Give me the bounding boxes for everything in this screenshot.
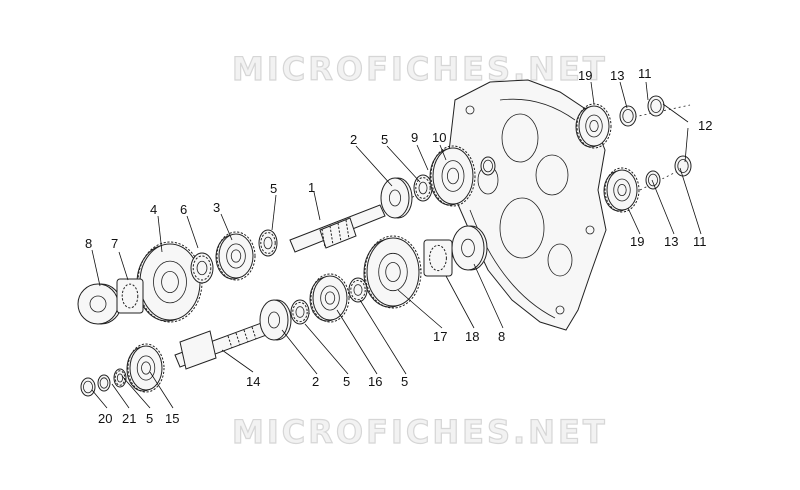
- callout-5: 5: [343, 374, 350, 389]
- lower-shaft: [174, 317, 281, 370]
- gear-3: [215, 231, 256, 281]
- callout-1: 1: [308, 180, 315, 195]
- ring-13-upper: [619, 105, 637, 127]
- callout-20: 20: [98, 411, 112, 426]
- callout-5: 5: [270, 181, 277, 196]
- callout-17: 17: [433, 329, 447, 344]
- bearing-5-upper: [413, 174, 433, 202]
- callout-19: 19: [630, 234, 644, 249]
- watermark-top: MICROFICHES.NET: [232, 50, 608, 88]
- callout-19: 19: [578, 68, 592, 83]
- callout-21: 21: [122, 411, 136, 426]
- callout-10: 10: [432, 130, 446, 145]
- hub-18: [423, 239, 453, 277]
- leader-lines: [91, 81, 702, 409]
- callout-5: 5: [401, 374, 408, 389]
- flange-8-left: [77, 283, 122, 325]
- flange-8-right: [451, 225, 488, 271]
- bearing-5-lower-b: [348, 277, 368, 303]
- bearing-6: [190, 252, 214, 284]
- flange-2-upper: [380, 177, 413, 219]
- callout-9: 9: [411, 130, 418, 145]
- ring-9: [480, 156, 496, 176]
- callout-14: 14: [246, 374, 260, 389]
- main-shaft: [289, 204, 386, 253]
- ring-21: [97, 374, 111, 392]
- parts-layer: [77, 95, 692, 397]
- callout-6: 6: [180, 202, 187, 217]
- callout-8: 8: [85, 236, 92, 251]
- callout-11: 11: [693, 234, 707, 249]
- gear-19-lower: [603, 167, 640, 213]
- callout-13: 13: [664, 234, 678, 249]
- callout-18: 18: [465, 329, 479, 344]
- gear-4: [136, 241, 203, 323]
- gearbox-cover-plate: [447, 79, 607, 331]
- callout-3: 3: [213, 200, 220, 215]
- ring-20: [80, 377, 96, 397]
- gear-10: [429, 145, 476, 207]
- callout-11: 11: [638, 66, 652, 81]
- bearing-5-upper-left: [258, 229, 278, 257]
- flange-2-lower: [259, 299, 292, 341]
- callout-4: 4: [150, 202, 157, 217]
- callout-8: 8: [498, 329, 505, 344]
- callout-2: 2: [350, 132, 357, 147]
- callout-5: 5: [381, 132, 388, 147]
- callout-2: 2: [312, 374, 319, 389]
- callout-16: 16: [368, 374, 382, 389]
- ring-13-lower: [645, 170, 661, 190]
- gear-19-upper: [575, 103, 612, 149]
- callout-13: 13: [610, 68, 624, 83]
- nut-11-lower: [674, 155, 692, 177]
- gear-16: [309, 273, 350, 323]
- callout-labels: 1 2 5 9 10 19 13 11 12 19 13 11 4 6 3 5 …: [85, 66, 712, 426]
- watermark-bottom: MICROFICHES.NET: [232, 413, 608, 451]
- bearing-5-small: [113, 368, 127, 388]
- callout-15: 15: [165, 411, 179, 426]
- callout-12: 12: [698, 118, 712, 133]
- gear-17: [363, 235, 422, 309]
- callout-5: 5: [146, 411, 153, 426]
- nut-11-upper: [647, 95, 665, 117]
- hub-7: [116, 278, 144, 314]
- bearing-5-lower-a: [290, 299, 310, 325]
- callout-7: 7: [111, 236, 118, 251]
